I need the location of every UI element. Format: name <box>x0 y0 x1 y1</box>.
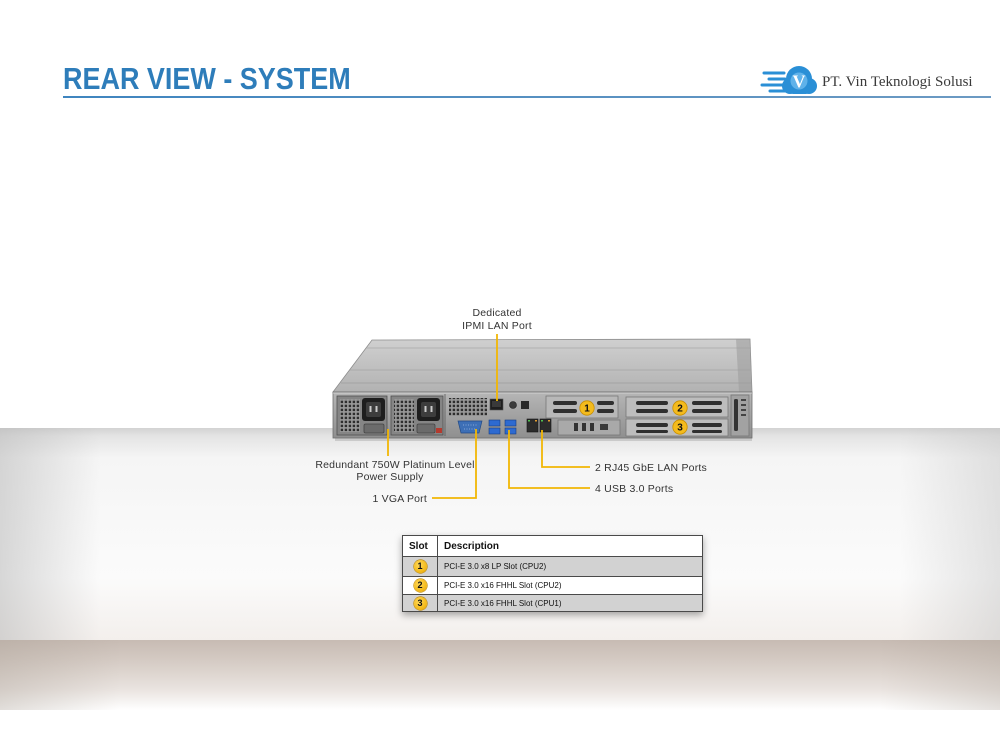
logo-inner-circle <box>790 72 808 90</box>
slot-description: PCI-E 3.0 x16 FHHL Slot (CPU1) <box>437 594 703 612</box>
table-row: 1 PCI-E 3.0 x8 LP Slot (CPU2) <box>402 556 703 577</box>
company-logo: V PT. Vin Teknologi Solusi <box>760 62 992 98</box>
speed-lines <box>760 71 787 93</box>
table-row: 3 PCI-E 3.0 x16 FHHL Slot (CPU1) <box>402 594 703 612</box>
uid-button <box>509 401 517 409</box>
badge-number: 2 <box>677 404 683 415</box>
title-underline <box>63 96 991 98</box>
power-inlet-icon <box>417 398 440 421</box>
ipmi-label-line1: Dedicated <box>472 307 521 319</box>
desk-front-edge <box>0 640 1000 710</box>
server-slot-badge-1: 1 <box>579 400 595 416</box>
header-slot: Slot <box>402 535 438 557</box>
slot-description: PCI-E 3.0 x8 LP Slot (CPU2) <box>437 556 703 577</box>
slot-description: PCI-E 3.0 x16 FHHL Slot (CPU2) <box>437 576 703 595</box>
chassis-top <box>332 338 753 393</box>
pcie-slot-1-bracket <box>545 395 619 419</box>
slot-cell: 2 <box>402 576 438 595</box>
pcie-slot-2-bracket <box>625 396 729 418</box>
header-description: Description <box>437 535 703 557</box>
ipmi-label-line2: IPMI LAN Port <box>462 320 532 332</box>
logo-letter: V <box>793 72 806 92</box>
server-slot-badge-2: 2 <box>672 400 688 416</box>
slot-badge: 2 <box>413 579 427 592</box>
power-inlet-icon <box>362 398 385 421</box>
slot-badge: 1 <box>413 560 427 573</box>
table-header-row: Slot Description <box>402 535 703 557</box>
io-vent <box>449 398 487 416</box>
cloud-speed-logo-icon: V <box>760 66 817 94</box>
company-name: PT. Vin Teknologi Solusi <box>822 74 973 90</box>
slot-table: Slot Description 1 PCI-E 3.0 x8 LP Slot … <box>402 535 703 612</box>
slot-cell: 3 <box>402 594 438 612</box>
badge-number: 1 <box>584 404 590 415</box>
serial-port <box>521 401 529 409</box>
slot-badge: 3 <box>413 596 427 610</box>
ipmi-lan-port <box>489 398 504 411</box>
table-row: 2 PCI-E 3.0 x16 FHHL Slot (CPU2) <box>402 576 703 595</box>
slot-cell: 1 <box>402 556 438 577</box>
slide-title: REAR VIEW - SYSTEM <box>63 61 351 96</box>
